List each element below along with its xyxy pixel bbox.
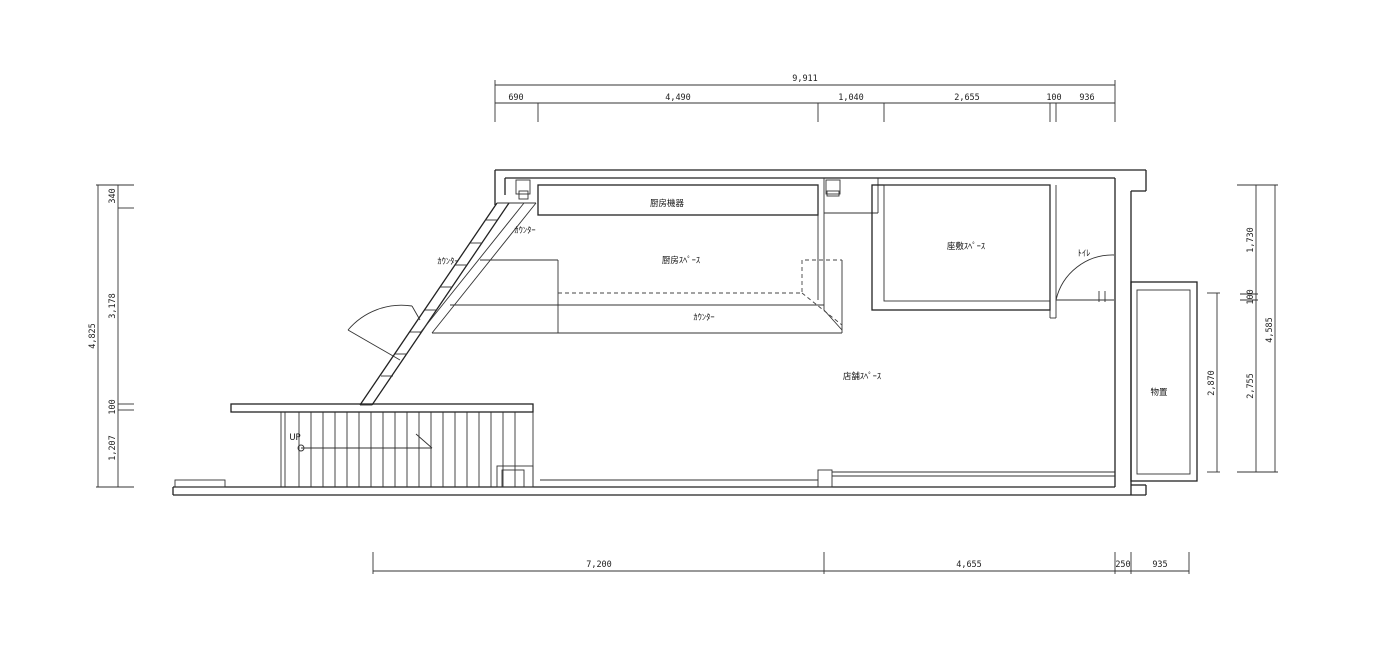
label-kitchen-equipment: 厨房機器	[650, 198, 685, 209]
toilet-area	[1055, 254, 1115, 302]
bottom-dim-935: 935	[1152, 560, 1167, 570]
top-dim-2655: 2,655	[954, 93, 980, 103]
top-dim-936: 936	[1079, 93, 1094, 103]
left-dim-100: 100	[108, 399, 118, 414]
bottom-dim-250: 250	[1115, 560, 1130, 570]
staircase	[230, 403, 534, 488]
left-dim-1207: 1,207	[108, 435, 118, 461]
bottom-interior-walls	[540, 469, 1115, 488]
top-dim-4490: 4,490	[665, 93, 691, 103]
right-dim-2755: 2,755	[1246, 373, 1256, 399]
seating-area	[871, 184, 1057, 319]
label-counter-front: ｶｳﾝﾀｰ	[693, 313, 714, 323]
top-dimension-group: 9,911 690 4,490 1,040 2,655 100 936	[494, 74, 1116, 122]
kitchen-area	[432, 178, 879, 334]
entrance-door-swing	[347, 304, 421, 361]
top-dim-1040: 1,040	[838, 93, 864, 103]
label-stair-up: UP	[289, 433, 300, 443]
bottom-dimension-group: 7,200 4,655 250 935	[372, 552, 1190, 574]
right-total-dim: 4,585	[1265, 317, 1275, 343]
right-dimension-group: 4,585 1,730 100 2,755 2,870	[1207, 184, 1278, 473]
left-dim-340: 340	[108, 188, 118, 203]
label-counter-diagonal-1: ｶｳﾝﾀｰ	[514, 226, 535, 236]
label-storage: 物置	[1150, 387, 1168, 398]
bottom-dim-7200: 7,200	[586, 560, 612, 570]
right-inner-dim-2870: 2,870	[1207, 370, 1217, 396]
right-dim-100: 100	[1246, 289, 1256, 304]
label-seating-space: 座敷ｽﾍﾟｰｽ	[947, 241, 985, 252]
diagonal-counter	[359, 179, 537, 406]
label-kitchen-space: 厨房ｽﾍﾟｰｽ	[662, 255, 700, 266]
top-dim-100: 100	[1046, 93, 1061, 103]
label-store-space: 店舗ｽﾍﾟｰｽ	[843, 371, 881, 382]
left-dim-3178: 3,178	[108, 293, 118, 319]
outer-walls	[172, 169, 1147, 496]
label-counter-diagonal-2: ｶｳﾝﾀｰ	[437, 257, 458, 267]
storage-area	[1130, 281, 1198, 482]
right-dim-1730: 1,730	[1246, 227, 1256, 253]
label-toilet: ﾄｲﾚ	[1078, 249, 1091, 259]
left-total-dim: 4,825	[88, 323, 98, 349]
left-dimension-group: 4,825 340 3,178 100 1,207	[88, 184, 134, 488]
room-labels: 厨房機器 ｶｳﾝﾀｰ ｶｳﾝﾀｰ 厨房ｽﾍﾟｰｽ ｶｳﾝﾀｰ 座敷ｽﾍﾟｰｽ ﾄ…	[289, 198, 1168, 443]
top-total-dim: 9,911	[792, 74, 818, 84]
top-dim-690: 690	[508, 93, 523, 103]
bottom-dim-4655: 4,655	[956, 560, 982, 570]
